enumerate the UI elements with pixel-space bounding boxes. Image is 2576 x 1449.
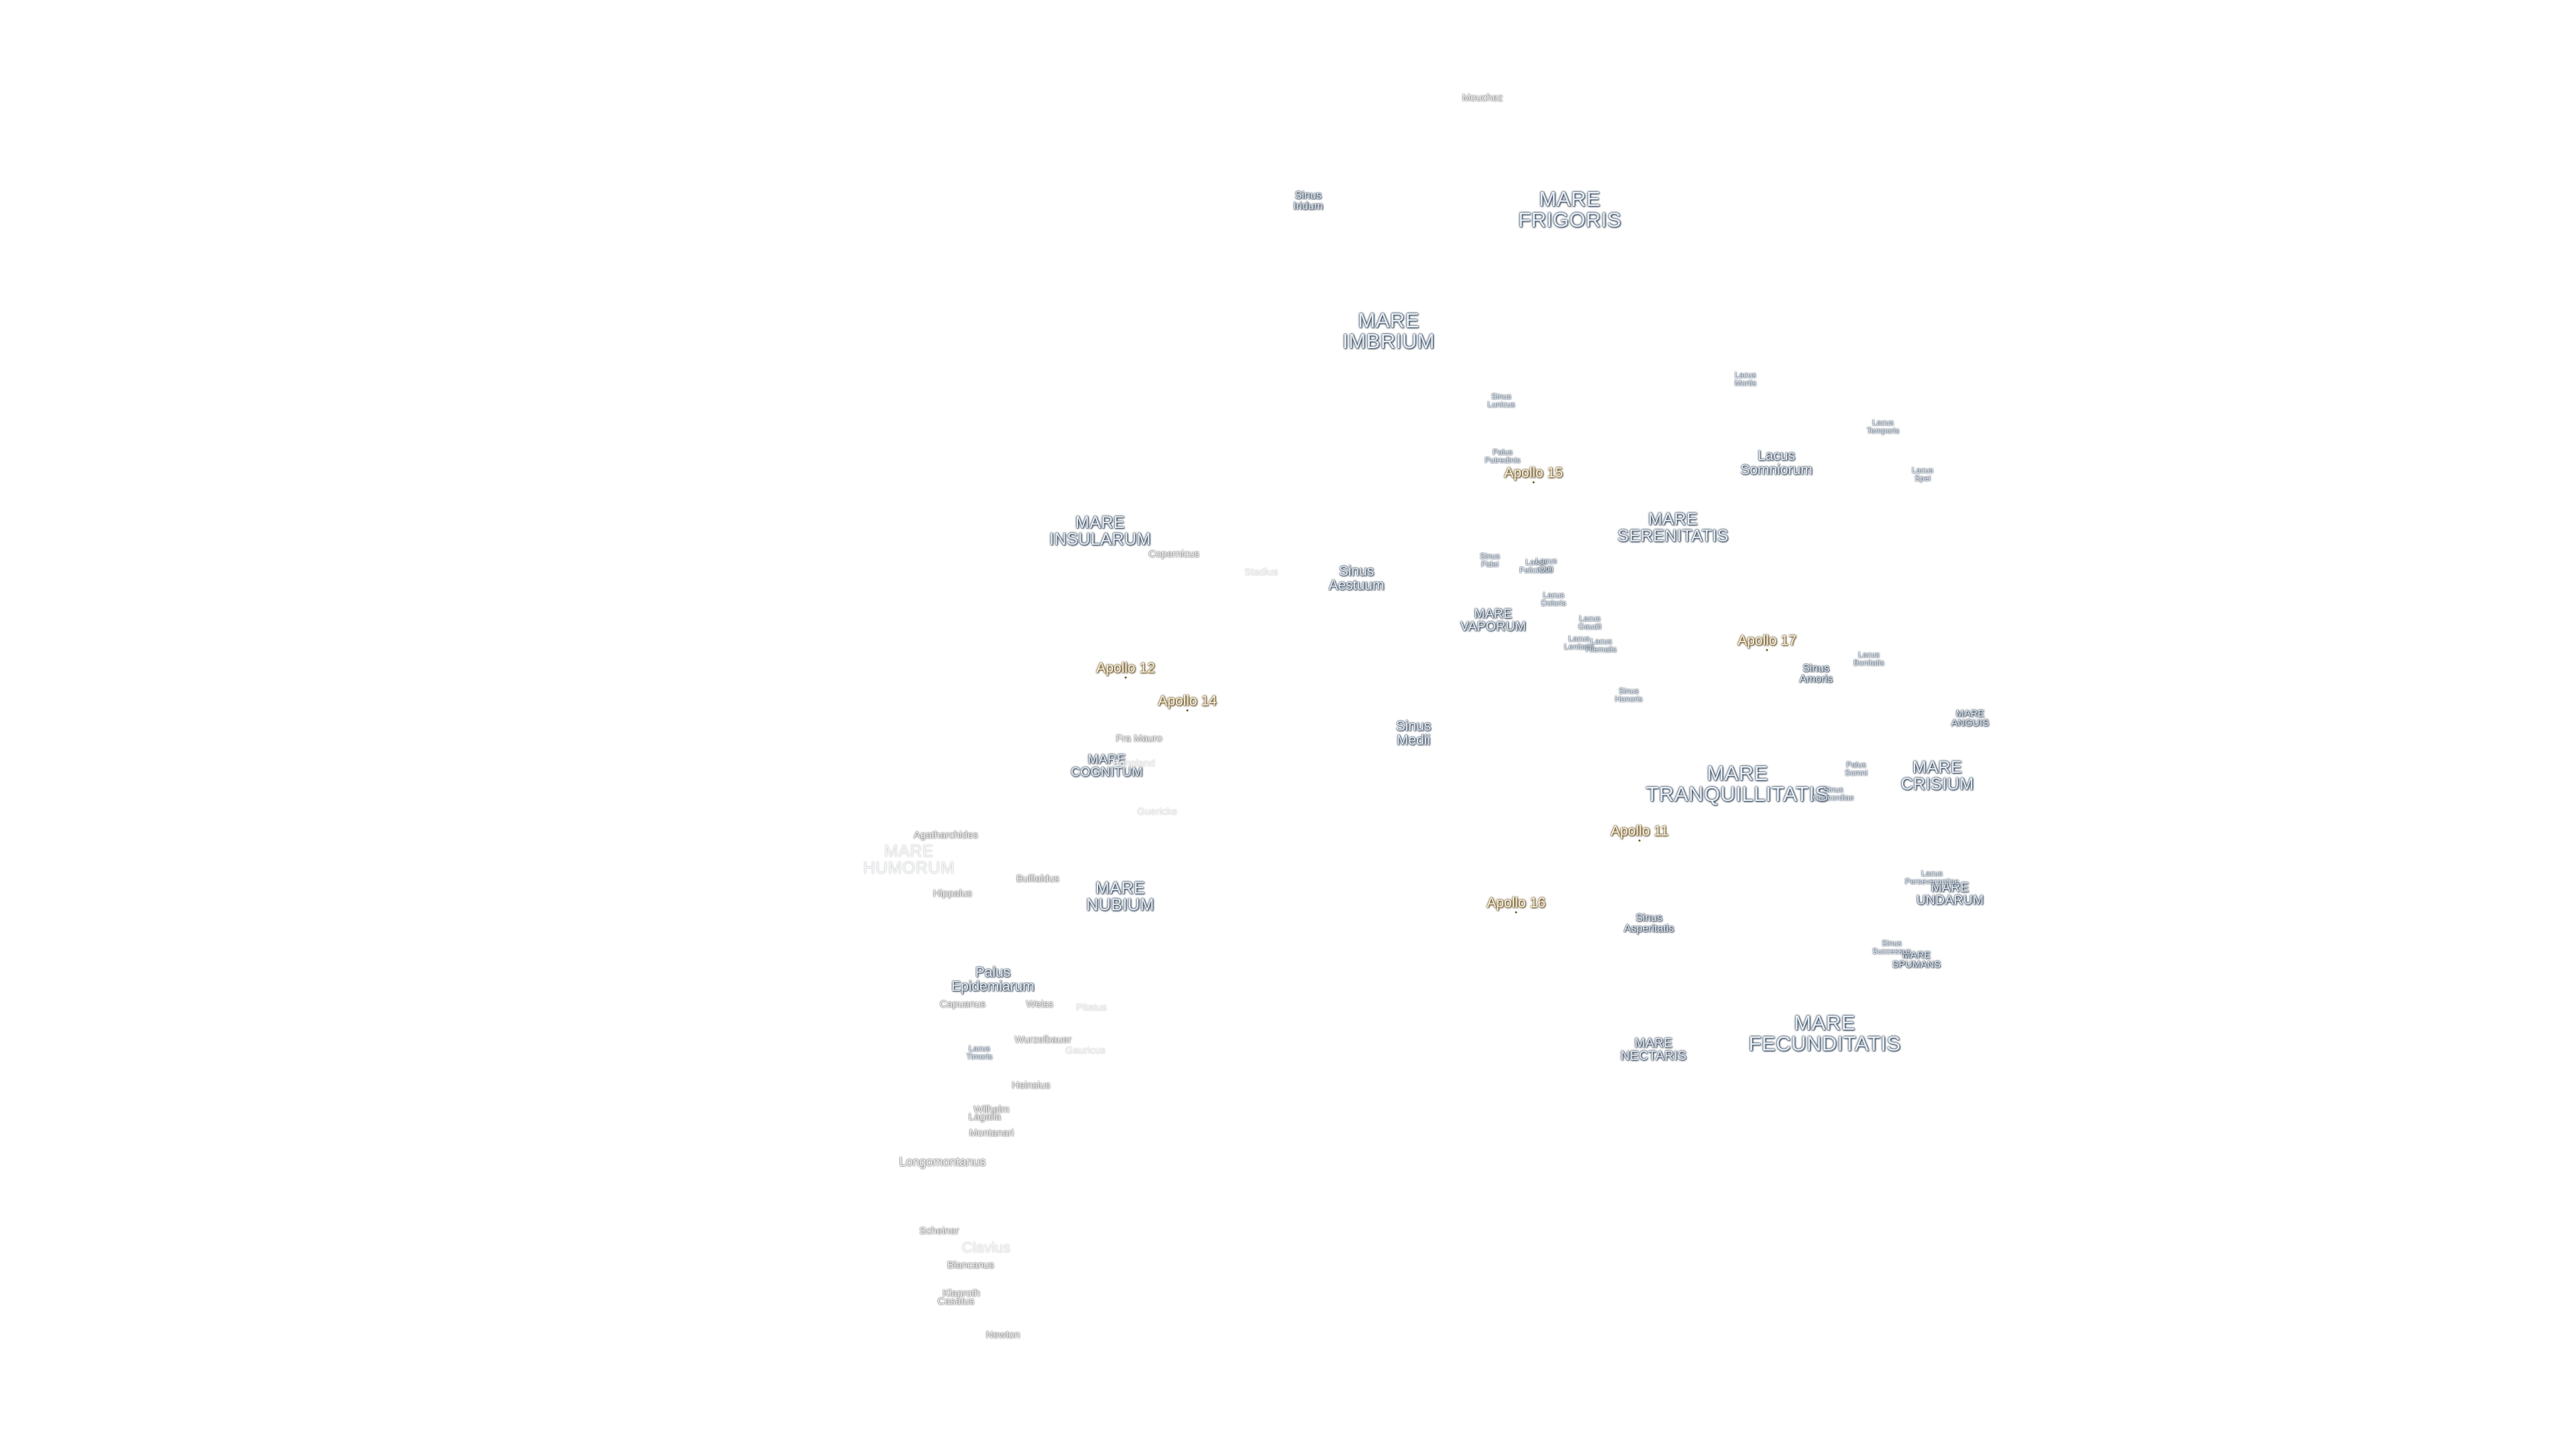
crater-label-pitatus: Pitatus: [1076, 1002, 1107, 1014]
mare-label-mare-crisium: MARE CRISIUM: [1900, 758, 1974, 794]
feature-label-lacus-bonitatis: Lacus Bonitatis: [1853, 650, 1885, 667]
crater-label-wilhelm: Wilhelm: [973, 1104, 1010, 1116]
feature-label-palus-epidemiarum: Palus Epidemiarum: [951, 965, 1034, 994]
mare-label-mare-anguis: MARE ANGUIS: [1951, 708, 1990, 728]
crater-label-clavius: Clavius: [961, 1239, 1011, 1256]
crater-label-scheiner: Scheiner: [919, 1225, 959, 1237]
crater-label-hippalus: Hippalus: [932, 888, 973, 900]
feature-label-sinus-successus: Sinus Successus: [1872, 938, 1912, 956]
feature-label-lacus-hiemalis: Lacus Hiemalis: [1585, 637, 1617, 654]
crater-label-weiss: Weiss: [1026, 998, 1054, 1010]
feature-label-lacus-odii: Lacus Odii: [1535, 556, 1558, 574]
crater-label-lagalla: Lagalla: [968, 1111, 1002, 1123]
crater-label-blancanus: Blancanus: [947, 1259, 995, 1271]
feature-label-lacus-gaudii: Lacus Gaudii: [1578, 614, 1602, 631]
crater-label-bonpland: Bonpland: [1112, 757, 1155, 769]
feature-label-sinus-fidei: Sinus Fidei: [1479, 551, 1501, 569]
mare-label-mare-undarum: MARE UNDARUM: [1916, 881, 1984, 908]
feature-label-lacus-perseverantiae: Lacus Perseverantiae: [1904, 869, 1960, 886]
feature-label-lacus-felicitatis: Lacus Felicitatis: [1519, 557, 1554, 575]
landing-site-marker: [1638, 839, 1641, 842]
crater-label-bullialdus: Bullialdus: [1016, 873, 1060, 885]
crater-label-agatharchides: Agatharchides: [914, 829, 978, 841]
feature-label-sinus-medii: Sinus Medii: [1395, 718, 1432, 748]
feature-label-sinus-concordiae: Sinus Concordiae: [1813, 785, 1854, 802]
crater-label-montanari: Montanari: [969, 1127, 1014, 1139]
crater-label-newton: Newton: [985, 1329, 1020, 1341]
mare-label-mare-insularum: MARE INSULARUM: [1049, 513, 1151, 549]
feature-label-sinus-lunicus: Sinus Lunicus: [1487, 392, 1515, 409]
crater-label-klaproth: Klaproth: [943, 1287, 980, 1299]
landing-site-marker: [1124, 676, 1127, 679]
feature-label-lacus-doloris: Lacus Doloris: [1541, 590, 1566, 608]
crater-label-fra-mauro: Fra Mauro: [1116, 733, 1163, 745]
landing-site-marker: [1186, 709, 1189, 712]
feature-label-palus-somni: Palus Somni: [1844, 760, 1868, 777]
feature-label-lacus-timoris: Lacus Timoris: [966, 1044, 993, 1061]
crater-label-capuanus: Capuanus: [939, 998, 986, 1010]
feature-label-palus-putredinis: Palus Putredinis: [1485, 447, 1521, 465]
crater-label-stadius: Stadius: [1244, 566, 1279, 578]
landing-site-label-apollo-17: Apollo 17: [1737, 633, 1796, 649]
mare-label-mare-spumans: MARE SPUMANS: [1892, 949, 1941, 969]
mare-label-mare-imbrium: MARE IMBRIUM: [1342, 309, 1435, 353]
mare-label-mare-nubium: MARE NUBIUM: [1086, 879, 1155, 914]
feature-label-sinus-asperitatis: Sinus Asperitatis: [1623, 912, 1674, 934]
feature-label-sinus-iridum: Sinus Iridum: [1293, 190, 1324, 212]
mare-label-mare-tranquillitatis: MARE TRANQUILLITATIS: [1646, 761, 1829, 806]
landing-site-marker: [1532, 481, 1535, 484]
crater-label-longomontanus: Longomontanus: [899, 1155, 986, 1169]
landing-site-label-apollo-12: Apollo 12: [1096, 660, 1155, 676]
feature-label-lacus-lenitatis: Lacus Lenitatis: [1564, 634, 1595, 651]
landing-site-marker: [1766, 649, 1768, 651]
mare-label-mare-humorum: MARE HUMORUM: [863, 842, 955, 877]
mare-label-mare-serenitatis: MARE SERENITATIS: [1617, 510, 1729, 545]
mare-label-mare-cognitum: MARE COGNITUM: [1071, 753, 1143, 780]
mare-label-mare-nectaris: MARE NECTARIS: [1620, 1036, 1687, 1063]
feature-label-sinus-honoris: Sinus Honoris: [1615, 686, 1643, 704]
crater-label-heinsius: Heinsius: [1012, 1079, 1051, 1091]
feature-label-sinus-aestuum: Sinus Aestuum: [1328, 564, 1385, 593]
landing-site-label-apollo-11: Apollo 11: [1610, 823, 1669, 839]
crater-label-gauricus: Gauricus: [1065, 1044, 1106, 1057]
feature-label-lacus-somniorum: Lacus Somniorum: [1740, 448, 1813, 478]
feature-label-lacus-spei: Lacus Spei: [1911, 466, 1934, 483]
feature-label-sinus-amoris: Sinus Amoris: [1799, 663, 1833, 685]
crater-label-casatus: Casatus: [937, 1295, 975, 1307]
landing-site-marker: [1515, 911, 1517, 914]
crater-label-guericke: Guericke: [1136, 806, 1178, 818]
landing-site-label-apollo-16: Apollo 16: [1487, 895, 1546, 911]
feature-label-lacus-temporis: Lacus Temporis: [1866, 418, 1900, 435]
mare-label-mare-frigoris: MARE FRIGORIS: [1518, 187, 1621, 231]
crater-label-mouchez: Mouchez: [1462, 92, 1503, 104]
crater-label-copernicus: Copernicus: [1148, 548, 1199, 560]
mare-label-mare-fecunditatis: MARE FECUNDITATIS: [1748, 1011, 1901, 1055]
landing-site-label-apollo-15: Apollo 15: [1504, 465, 1563, 481]
landing-site-label-apollo-14: Apollo 14: [1158, 693, 1217, 709]
feature-label-lacus-mortis: Lacus Mortis: [1734, 370, 1757, 388]
crater-label-wurzelbauer: Wurzelbauer: [1014, 1034, 1072, 1046]
mare-label-mare-vaporum: MARE VAPORUM: [1460, 607, 1527, 634]
